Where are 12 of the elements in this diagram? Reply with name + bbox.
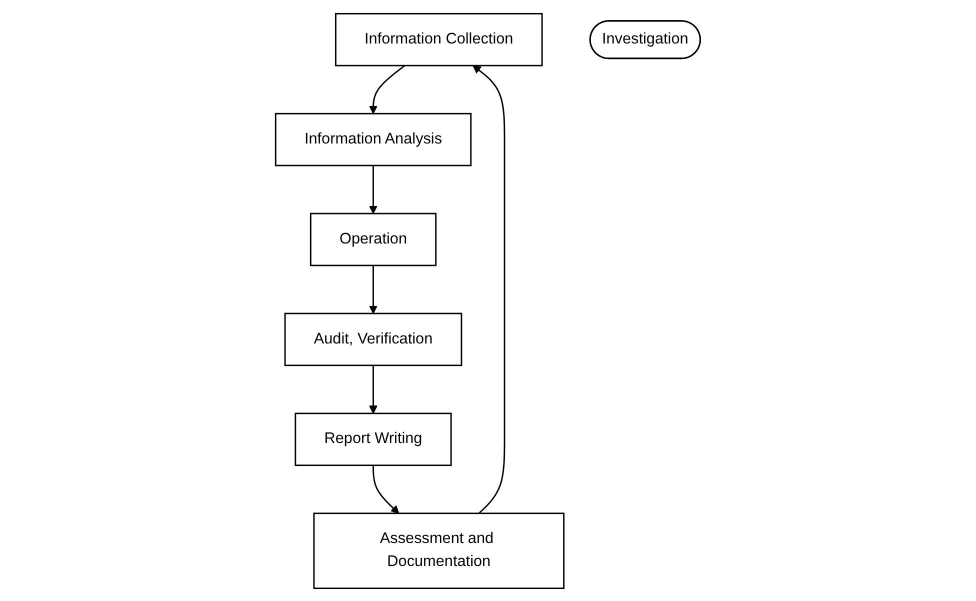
node-box: Report Writing <box>294 412 452 466</box>
arrow <box>472 64 506 514</box>
node-box: Assessment and Documentation <box>313 512 565 589</box>
arrow <box>372 464 400 514</box>
arrow <box>369 264 378 314</box>
node-box: Information Collection <box>335 12 543 66</box>
arrow <box>369 64 406 114</box>
arrow <box>369 364 378 414</box>
arrow <box>369 165 378 214</box>
node-box: Information Analysis <box>274 112 472 166</box>
node-box: Audit, Verification <box>284 312 462 366</box>
node-box: Operation <box>310 212 437 266</box>
